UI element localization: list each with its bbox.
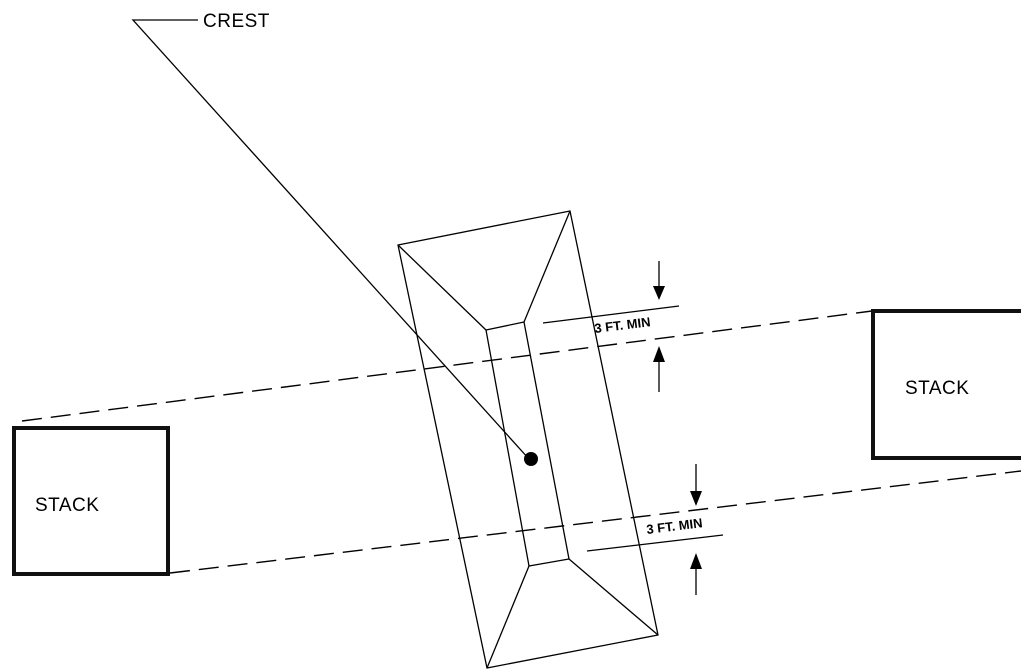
arrow-up-icon xyxy=(653,346,665,362)
arrow-up-icon xyxy=(690,553,702,569)
stack-left-box xyxy=(12,426,170,576)
arrow-down-icon xyxy=(653,286,665,300)
stack-left-label: STACK xyxy=(35,495,99,516)
embankment-crest-strip xyxy=(485,321,570,567)
lower-sight-line xyxy=(169,470,1021,574)
crest-leader xyxy=(131,19,538,466)
sight-lines xyxy=(21,310,1021,574)
stack-right-label: STACK xyxy=(905,378,969,399)
crest-point xyxy=(524,452,538,466)
embankment-outline xyxy=(397,210,659,669)
lower-clearance-dimension xyxy=(586,464,724,595)
embankment-outer xyxy=(397,210,659,669)
lower-clearance-label: 3 FT. MIN xyxy=(646,515,704,537)
upper-clearance-label: 3 FT. MIN xyxy=(594,314,652,336)
upper-clearance-dimension xyxy=(542,261,680,392)
arrow-down-icon xyxy=(690,491,702,506)
crest-label: CREST xyxy=(203,11,270,32)
stack-right-box xyxy=(871,309,1021,460)
upper-sight-line xyxy=(21,310,873,422)
